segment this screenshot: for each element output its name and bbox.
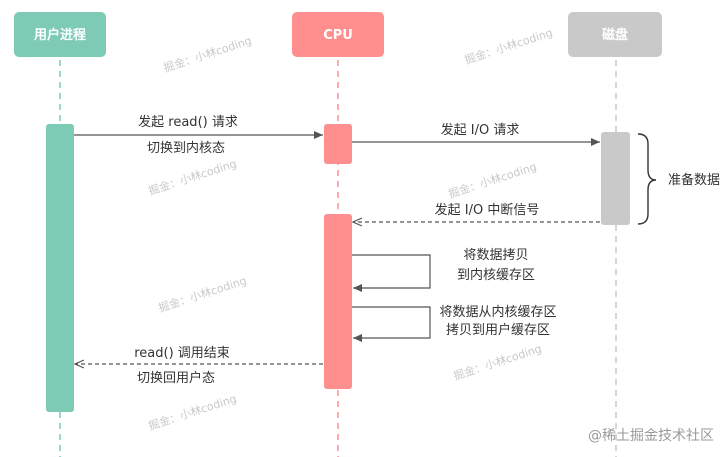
participant-disk: 磁盘 [568,12,662,57]
message-io-interrupt: 发起 I/O 中断信号 [435,202,540,218]
watermark-4: 掘金：小林coding [447,159,539,201]
participant-disk-box [568,12,662,57]
participant-user-label: 用户进程 [33,27,86,43]
message-copy-data: 将数据拷贝 [463,248,528,263]
brace-prepare-data: 准备数据 [668,172,720,188]
watermark-7: 掘金：小林coding [147,391,239,433]
participant-user-box [14,12,106,57]
watermark-2: 掘金：小林coding [463,25,555,67]
watermark-6: 掘金：小林coding [452,341,544,383]
watermark-3: 掘金：小林coding [147,156,239,198]
message-copy-from-kernel: 将数据从内核缓存区 [439,304,556,320]
activation-cpu-2 [324,214,352,389]
message-to-kernel-buffer: 到内核缓存区 [457,267,535,283]
message-read-request: 发起 read() 请求 [138,114,238,130]
self-loop-copy-user [352,306,431,342]
message-to-user-buffer: 拷贝到用户缓存区 [446,322,550,338]
activation-disk [601,132,630,225]
watermark-5: 掘金：小林coding [157,273,249,315]
participant-cpu-box [292,12,384,57]
prepare-data-brace [637,133,657,225]
self-loop-copy-kernel [352,254,431,292]
site-credit: @稀土掘金技术社区 [588,428,714,444]
participant-disk-label: 磁盘 [602,27,628,43]
activation-cpu-1 [324,124,352,164]
participant-cpu-label: CPU [323,28,353,43]
message-switch-kernel: 切换到内核态 [147,140,225,156]
participant-cpu: CPU [292,12,384,57]
watermark-1: 掘金：小林coding [162,33,254,75]
message-read-end: read() 调用结束 [134,346,230,361]
activation-user [46,124,74,412]
participant-user: 用户进程 [14,12,106,57]
message-switch-user: 切换回用户态 [137,370,215,386]
message-io-request: 发起 I/O 请求 [441,122,520,138]
